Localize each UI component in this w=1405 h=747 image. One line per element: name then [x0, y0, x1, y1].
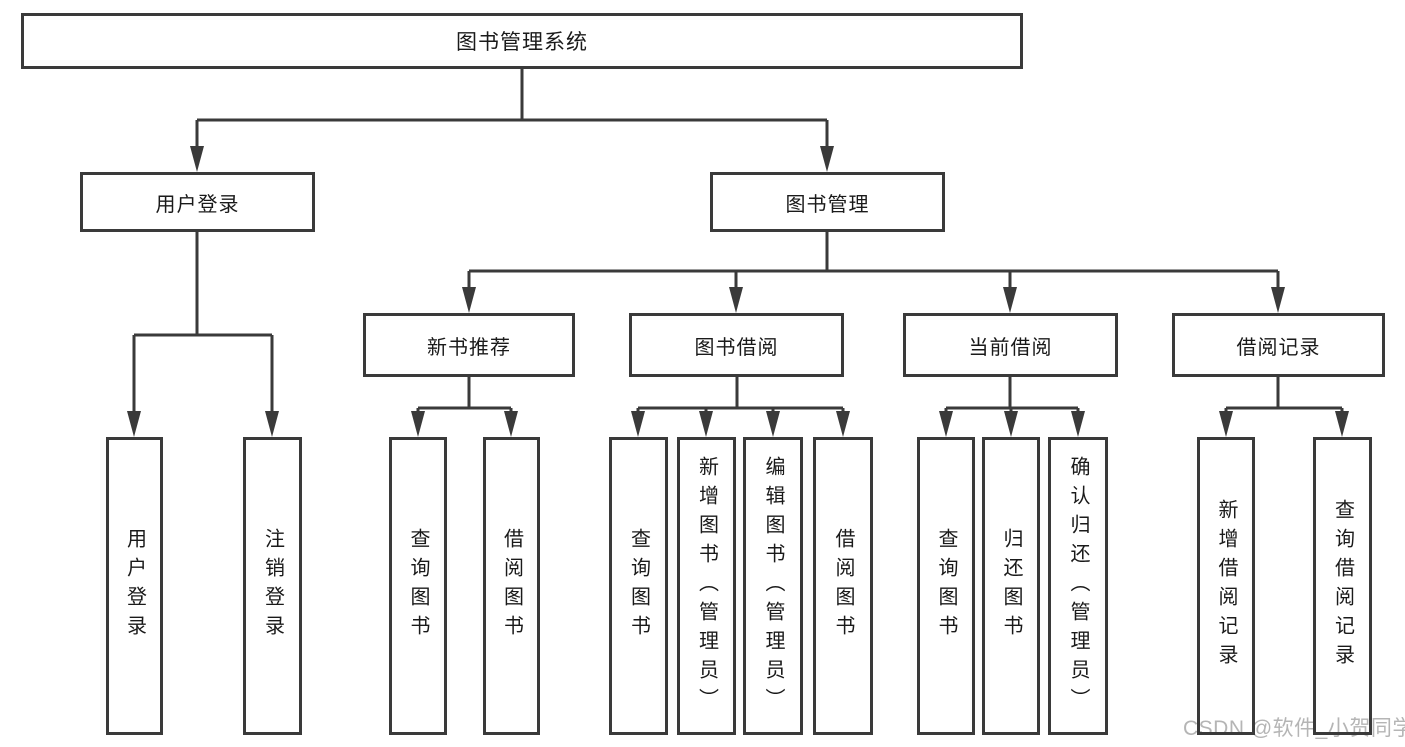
node-borrow-records: 借阅记录: [1172, 313, 1385, 377]
node-root-library-system: 图书管理系统: [21, 13, 1023, 69]
node-book-borrow: 图书借阅: [629, 313, 844, 377]
arrowheads: [127, 146, 1349, 437]
leaf-user-login: 用户登录: [106, 437, 163, 735]
leaf-nbr-query-books: 查询图书: [389, 437, 447, 735]
leaf-bb-add-books-admin: 新增图书（管理员）: [677, 437, 736, 735]
leaf-cb-query-books: 查询图书: [917, 437, 975, 735]
node-user-login: 用户登录: [80, 172, 315, 232]
csdn-watermark: CSDN @软件_小贺同学: [1183, 717, 1405, 740]
leaf-bb-query-books: 查询图书: [609, 437, 668, 735]
leaf-br-query-record: 查询借阅记录: [1313, 437, 1372, 735]
leaf-bb-borrow-books: 借阅图书: [813, 437, 873, 735]
leaf-nbr-borrow-books: 借阅图书: [483, 437, 540, 735]
leaf-logout-login: 注销登录: [243, 437, 302, 735]
leaf-cb-return-books: 归还图书: [982, 437, 1040, 735]
node-current-borrow: 当前借阅: [903, 313, 1118, 377]
node-book-management: 图书管理: [710, 172, 945, 232]
leaf-br-add-record: 新增借阅记录: [1197, 437, 1255, 735]
node-new-book-recommend: 新书推荐: [363, 313, 575, 377]
leaf-cb-confirm-return-admin: 确认归还（管理员）: [1048, 437, 1108, 735]
leaf-bb-edit-books-admin: 编辑图书（管理员）: [743, 437, 803, 735]
